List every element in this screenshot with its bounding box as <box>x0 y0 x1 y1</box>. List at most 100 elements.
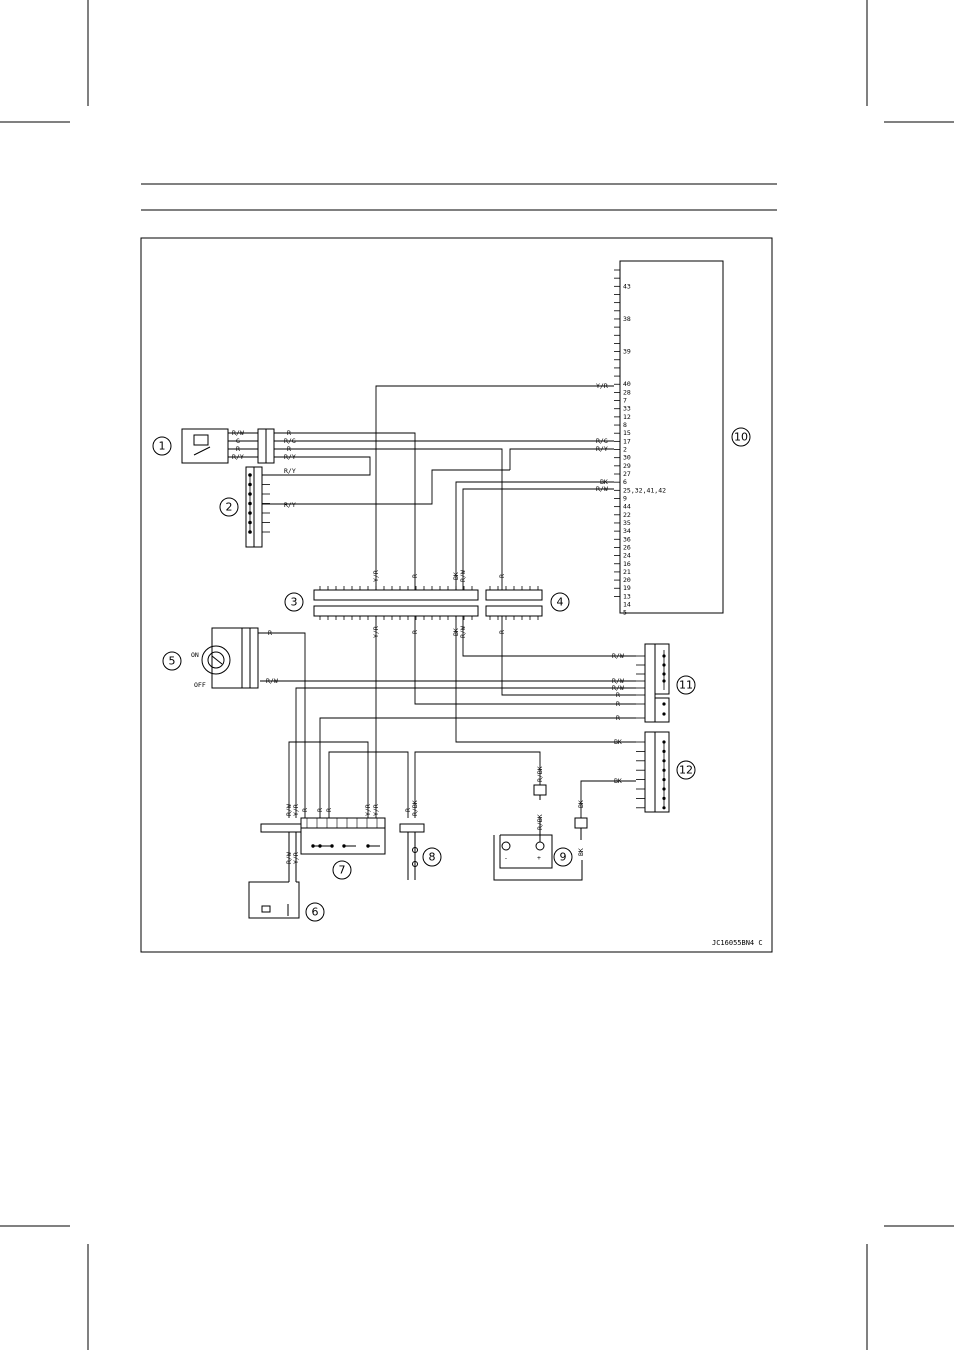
wire-label: R/BK <box>536 814 544 830</box>
wire-label: BK <box>577 800 585 808</box>
ecu-pin-label: 24 <box>623 552 631 560</box>
callout-circle <box>422 847 442 867</box>
callout-circle <box>676 760 696 780</box>
wire-label: R/W <box>612 677 624 685</box>
wire-label: R <box>268 629 272 637</box>
component-8-fuse <box>399 823 425 880</box>
component-3-connector <box>313 589 479 617</box>
ecu-pin-label: 22 <box>623 511 631 519</box>
component-9-battery <box>493 784 588 881</box>
ecu-pin-label: 2 <box>623 446 627 454</box>
wire-label: Y/R <box>372 804 380 816</box>
ecu-pin-label: 29 <box>623 462 631 470</box>
ecu-pin-label: 14 <box>623 601 631 609</box>
c7-dot <box>318 844 322 848</box>
wire-label: BK <box>600 478 608 486</box>
callout-number: 4 <box>557 596 564 609</box>
callout-number: 1 <box>159 440 166 453</box>
wire-label: R <box>616 714 620 722</box>
callout-circle <box>284 592 304 612</box>
wire-label: R <box>498 574 506 578</box>
wire-label: R/BK <box>536 766 544 782</box>
wire-label: R/W <box>232 429 244 437</box>
c7-dot <box>330 844 334 848</box>
header-rules <box>141 183 777 211</box>
figure-code: JC16055BN4 C <box>712 939 763 947</box>
callout-number: 11 <box>679 679 693 692</box>
wire-label: R <box>616 691 620 699</box>
component-1-sensor <box>181 428 300 464</box>
callout-number: 9 <box>560 851 567 864</box>
wire-label: R/G <box>596 437 608 445</box>
ecu-box: 433839402873312815172302927625,32,41,429… <box>614 260 724 617</box>
ecu-pin-label: 36 <box>623 535 631 543</box>
wire-label: R <box>236 445 240 453</box>
wire-label: R/W <box>266 677 278 685</box>
callout-number: 2 <box>226 501 233 514</box>
ecu-pin-label: 43 <box>623 282 631 290</box>
diagram-frame <box>140 237 773 953</box>
ecu-pin-label: 40 <box>623 380 631 388</box>
callout-circle <box>676 675 696 695</box>
wire-label: BK <box>614 738 622 746</box>
component-7-dots <box>306 818 378 848</box>
callout-number: 7 <box>339 864 346 877</box>
ecu-pin-label: 5 <box>623 609 627 617</box>
component-11-lines <box>636 650 666 719</box>
wire-label: R/Y <box>284 467 296 475</box>
wire-label: R <box>316 808 324 812</box>
ecu-pin-label: 8 <box>623 421 627 429</box>
component-11-connector <box>644 643 670 723</box>
wire-label: R <box>498 630 506 634</box>
ecu-pin-label: 26 <box>623 543 631 551</box>
wire-label: R/Y <box>284 501 296 509</box>
callout-circle <box>152 436 172 456</box>
wire-label: R/W <box>596 485 608 493</box>
wire-label: R/W <box>612 684 624 692</box>
callout-number: 10 <box>734 431 748 444</box>
wire-label: R/W <box>459 626 467 638</box>
wire-label: R <box>411 574 419 578</box>
battery-terminal-label: + <box>537 854 541 862</box>
wire-label: Y/R <box>372 570 380 582</box>
ecu-pin-label: 17 <box>623 437 631 445</box>
wire-label: G <box>236 437 240 445</box>
ecu-pin-label: 27 <box>623 470 631 478</box>
c7-dot <box>342 844 346 848</box>
callout-number: 5 <box>169 655 176 668</box>
wire-label: R/W <box>612 652 624 660</box>
component-7-joint <box>300 817 386 855</box>
callout-number: 12 <box>679 764 693 777</box>
c7-dot <box>311 844 315 848</box>
ecu-pin-label: 30 <box>623 454 631 462</box>
callout-circle <box>332 860 352 880</box>
ecu-pin-label: 20 <box>623 576 631 584</box>
wire-label: BK <box>452 628 460 636</box>
component-12-lines <box>636 740 666 810</box>
component-6-sensor <box>248 823 302 919</box>
wire-label: R/BK <box>411 800 419 816</box>
battery-terminal-label: - <box>504 854 508 862</box>
ecu-pin-label: 33 <box>623 405 631 413</box>
wire-label: Y/R <box>372 626 380 638</box>
ecu-pin-label: 13 <box>623 592 631 600</box>
c11-dot <box>662 702 666 706</box>
c11-dot <box>662 712 666 716</box>
ignition-label: ON <box>191 651 199 659</box>
callout-circle <box>553 847 573 867</box>
wire-label: R/Y <box>284 453 296 461</box>
ecu-pin-label: 34 <box>623 527 631 535</box>
ecu-pin-label: 44 <box>623 503 631 511</box>
component-4-connector <box>485 589 543 617</box>
wire-label: R/W <box>459 570 467 582</box>
callout-circle <box>731 427 751 447</box>
wire-label: Y/R <box>364 804 372 816</box>
wire-label: R/Y <box>596 445 608 453</box>
ecu-pin-label: 21 <box>623 568 631 576</box>
wire-label: R <box>287 445 291 453</box>
wire-label: R <box>287 429 291 437</box>
callout-circle <box>550 592 570 612</box>
wire-label: R <box>411 630 419 634</box>
